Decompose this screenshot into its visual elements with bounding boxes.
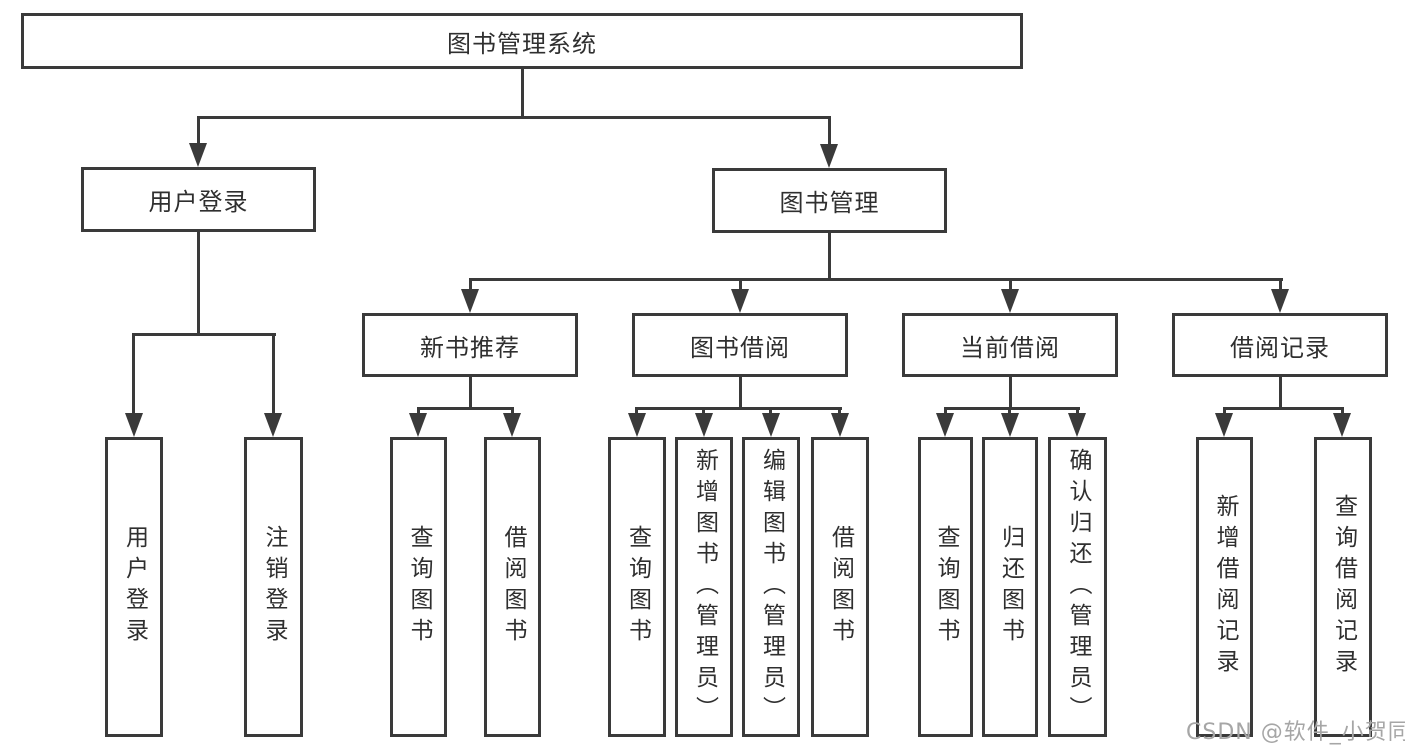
arrowhead: [1001, 413, 1019, 437]
leaf-label: 查询图书: [933, 525, 959, 649]
node-borrow-records-label: 借阅记录: [1230, 333, 1330, 362]
leaf-label: 新增借阅记录: [1212, 494, 1238, 680]
leaf-current-borrow-return: 归还图书: [982, 437, 1038, 737]
node-user-login: 用户登录: [81, 167, 316, 232]
node-book-borrow-label: 图书借阅: [690, 333, 790, 362]
arrowhead: [695, 413, 713, 437]
connector-records-stem: [1279, 377, 1282, 410]
leaf-label: 查询借阅记录: [1330, 494, 1357, 680]
connector-bookmgmt-stem: [828, 233, 831, 281]
leaf-user-login-login: 用户登录: [105, 437, 163, 737]
leaf-label: 归还图书: [997, 525, 1024, 649]
node-current-borrow: 当前借阅: [902, 313, 1118, 377]
arrowhead: [189, 143, 207, 167]
arrowhead: [936, 413, 954, 437]
leaf-label: 借阅图书: [827, 525, 854, 649]
node-new-books: 新书推荐: [362, 313, 578, 377]
connector-records-bar: [1223, 407, 1344, 410]
node-borrow-records: 借阅记录: [1172, 313, 1388, 377]
arrowhead: [1001, 289, 1019, 313]
node-current-borrow-label: 当前借阅: [960, 333, 1060, 362]
arrowhead: [831, 413, 849, 437]
connector-bookborrow-bar: [635, 407, 842, 410]
leaf-label: 注销登录: [261, 525, 287, 649]
arrowhead: [264, 413, 282, 437]
arrowhead: [1333, 413, 1351, 437]
watermark: CSDN @软件_小贺同学: [1186, 720, 1405, 745]
leaf-book-borrow-add: 新增图书（管理员）: [675, 437, 733, 737]
node-book-borrow: 图书借阅: [632, 313, 848, 377]
connector-root-drop-right: [828, 116, 831, 160]
leaf-current-borrow-query: 查询图书: [918, 437, 973, 737]
arrowhead: [503, 413, 521, 437]
connector-userlogin-drop-2: [272, 333, 275, 425]
node-root: 图书管理系统: [21, 13, 1023, 69]
connector-root-bar: [197, 116, 831, 119]
connector-userlogin-drop-1: [132, 333, 135, 425]
node-user-login-label: 用户登录: [148, 188, 249, 216]
connector-bookmgmt-bar: [469, 278, 1283, 281]
arrowhead: [461, 289, 479, 313]
arrowhead: [628, 413, 646, 437]
arrowhead: [409, 413, 427, 437]
connector-root-drop-left: [197, 116, 200, 158]
leaf-records-add: 新增借阅记录: [1196, 437, 1253, 737]
node-root-label: 图书管理系统: [447, 29, 597, 58]
node-book-management: 图书管理: [712, 168, 947, 233]
leaf-label: 确认归还（管理员）: [1065, 447, 1091, 727]
leaf-new-books-borrow: 借阅图书: [484, 437, 541, 737]
node-book-management-label: 图书管理: [779, 189, 880, 217]
arrowhead: [820, 144, 838, 168]
connector-newbooks-bar: [417, 407, 514, 410]
connector-newbooks-stem: [469, 377, 472, 410]
arrowhead: [1271, 289, 1289, 313]
connector-root-stem: [521, 69, 524, 119]
leaf-label: 编辑图书（管理员）: [758, 447, 785, 727]
leaf-book-borrow-edit: 编辑图书（管理员）: [742, 437, 800, 737]
connector-currentborrow-bar: [944, 407, 1080, 410]
connector-userlogin-stem: [197, 232, 200, 336]
connector-bookborrow-stem: [739, 377, 742, 410]
leaf-label: 用户登录: [121, 525, 148, 649]
arrowhead: [762, 413, 780, 437]
leaf-label: 借阅图书: [500, 525, 526, 649]
leaf-book-borrow-query: 查询图书: [608, 437, 666, 737]
leaf-new-books-query: 查询图书: [390, 437, 447, 737]
leaf-user-login-logout: 注销登录: [244, 437, 303, 737]
leaf-records-query: 查询借阅记录: [1314, 437, 1372, 737]
leaf-book-borrow-borrow: 借阅图书: [811, 437, 869, 737]
leaf-label: 新增图书（管理员）: [691, 447, 718, 727]
arrowhead: [1215, 413, 1233, 437]
arrowhead: [1068, 413, 1086, 437]
connector-currentborrow-stem: [1009, 377, 1012, 410]
leaf-label: 查询图书: [624, 525, 651, 649]
leaf-label: 查询图书: [406, 525, 432, 649]
node-new-books-label: 新书推荐: [420, 333, 520, 362]
connector-userlogin-bar: [132, 333, 276, 336]
leaf-current-borrow-confirm: 确认归还（管理员）: [1048, 437, 1107, 737]
arrowhead: [731, 289, 749, 313]
arrowhead: [125, 413, 143, 437]
